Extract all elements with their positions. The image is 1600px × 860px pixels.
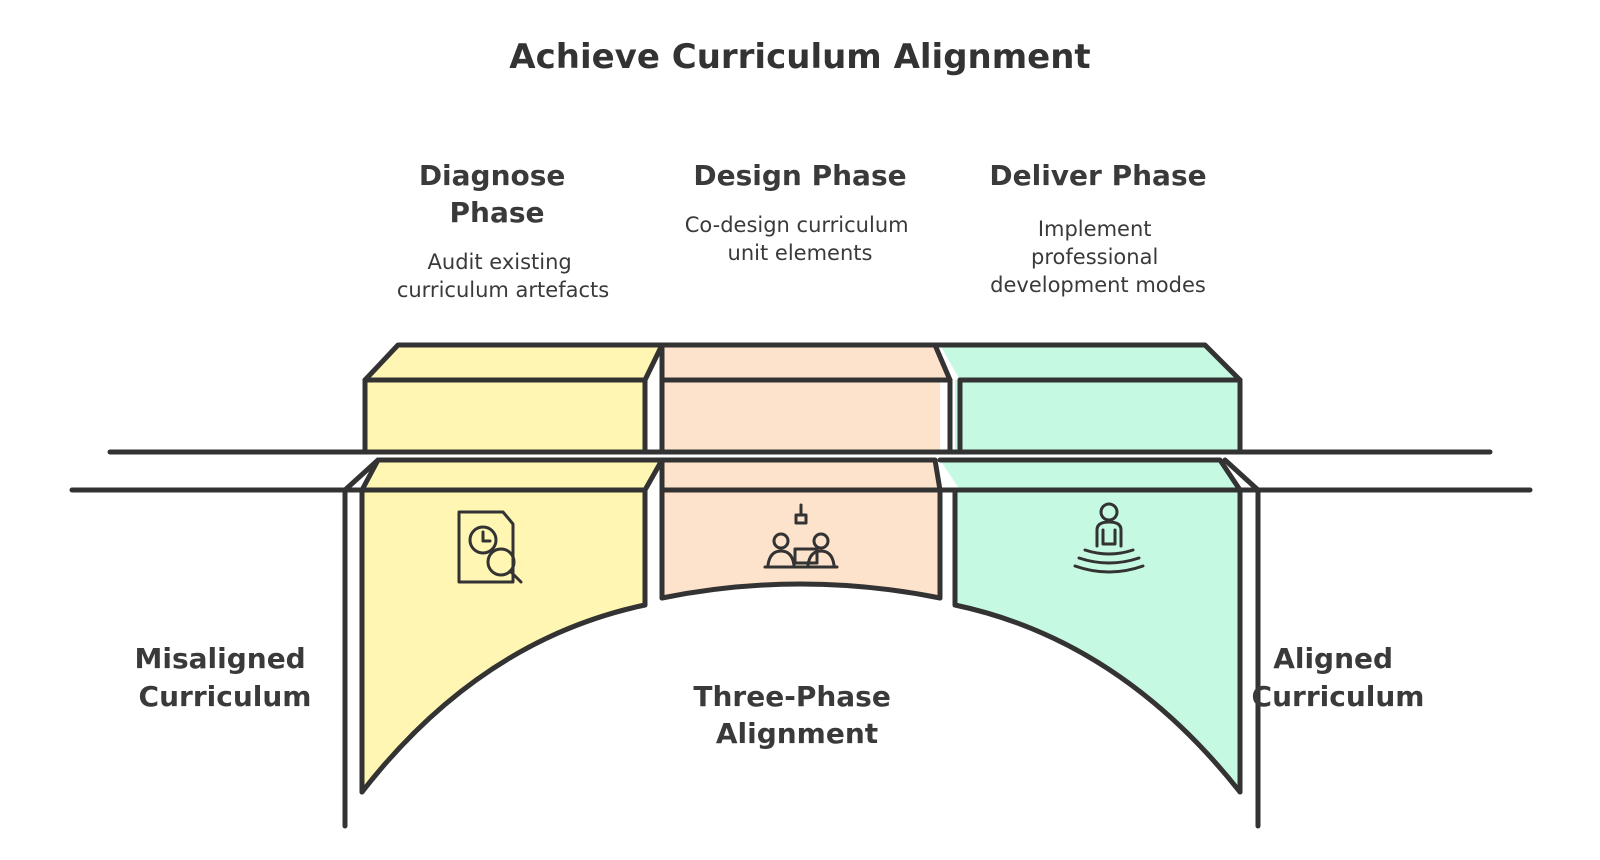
phase-heading-diagnose: Diagnose Phase — [419, 159, 575, 229]
phase-description-diagnose: Audit existing curriculum artefacts — [397, 250, 609, 302]
deliver-block — [940, 345, 1240, 792]
diagnose-block — [362, 345, 662, 792]
diagram-title: Achieve Curriculum Alignment — [509, 37, 1090, 77]
phase-description-deliver: Implement professional development modes — [990, 217, 1206, 297]
center-label: Three-Phase Alignment — [693, 680, 900, 750]
phase-description-design: Co-design curriculum unit elements — [685, 213, 916, 265]
collaboration-icon — [763, 503, 839, 569]
design-block — [662, 345, 950, 598]
left-label: Misaligned Curriculum — [135, 642, 316, 713]
right-label: Aligned Curriculum — [1252, 642, 1425, 713]
bridge-outline — [69, 342, 1533, 829]
presenter-icon — [1073, 502, 1145, 574]
document-search-icon — [457, 510, 523, 584]
phase-heading-deliver: Deliver Phase — [989, 159, 1206, 192]
phase-heading-design: Design Phase — [693, 159, 906, 192]
